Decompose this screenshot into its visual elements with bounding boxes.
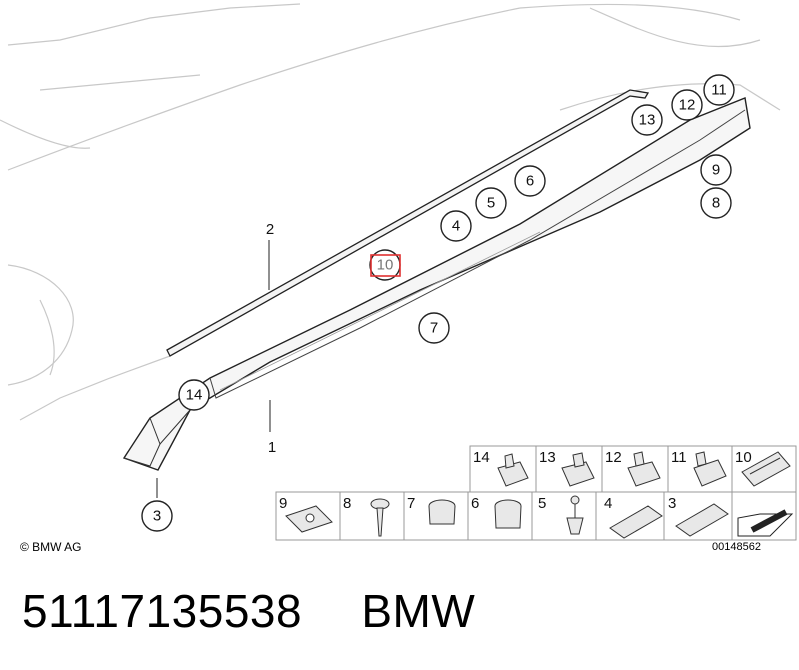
grid-cell-6[interactable]: 6	[467, 491, 533, 541]
grid-cell-11[interactable]: 11	[667, 445, 733, 493]
svg-text:9: 9	[712, 162, 720, 179]
callout-14[interactable]: 14	[178, 379, 210, 411]
svg-text:6: 6	[471, 495, 479, 512]
retainer-clip-icon	[609, 505, 663, 539]
grid-cell-13[interactable]: 13	[535, 445, 603, 493]
svg-text:12: 12	[605, 449, 622, 466]
svg-text:11: 11	[711, 82, 727, 99]
sill-panel-part-1	[122, 97, 751, 498]
callout-4[interactable]: 4	[440, 210, 472, 242]
grid-cell-9[interactable]: 9	[275, 491, 341, 541]
screw-shaft-icon	[376, 507, 384, 537]
callout-7[interactable]: 7	[418, 312, 450, 344]
rivet-icon	[570, 495, 580, 505]
highlight-box	[370, 254, 401, 277]
clip-tab-icon	[633, 451, 645, 467]
svg-text:3: 3	[668, 495, 676, 512]
grid-cell-3[interactable]: 3	[663, 491, 733, 541]
svg-text:13: 13	[539, 449, 556, 466]
footer-caption: 51117135538 BMW	[22, 584, 475, 638]
svg-text:14: 14	[473, 449, 490, 466]
trim-strip-part-2	[166, 89, 650, 357]
callout-3[interactable]: 3	[141, 500, 173, 532]
callout-10[interactable]: 10	[369, 249, 401, 281]
svg-text:10: 10	[377, 257, 394, 274]
parts-grid-top-row: 14 13 12 11 10	[469, 445, 797, 493]
clip-icon	[741, 451, 791, 487]
clip-tab-icon	[695, 451, 707, 467]
clip-tab-icon	[504, 453, 515, 469]
callout-9[interactable]: 9	[700, 154, 732, 186]
grid-cell-7[interactable]: 7	[403, 491, 469, 541]
grid-cell-8[interactable]: 8	[339, 491, 405, 541]
grid-cell-arrow	[731, 491, 797, 541]
callout-5[interactable]: 5	[475, 187, 507, 219]
grid-cell-4[interactable]: 4	[595, 491, 665, 541]
drawing-number: 00148562	[712, 541, 761, 553]
callout-8[interactable]: 8	[700, 187, 732, 219]
parts-diagram: 2 1 3 14 7 10 4 5 6 13 12 11 9 8 14 13 1…	[0, 3, 797, 541]
svg-text:8: 8	[343, 495, 351, 512]
grid-cell-5[interactable]: 5	[531, 491, 597, 541]
svg-text:4: 4	[604, 495, 612, 512]
part-number: 51117135538	[22, 585, 303, 637]
svg-text:5: 5	[487, 195, 495, 212]
clip-icon	[693, 459, 727, 487]
svg-text:6: 6	[526, 173, 534, 190]
svg-text:7: 7	[407, 495, 415, 512]
svg-text:7: 7	[430, 320, 438, 337]
callout-6[interactable]: 6	[514, 165, 546, 197]
car-body-outline	[0, 3, 781, 421]
svg-text:14: 14	[186, 387, 203, 404]
svg-text:8: 8	[712, 195, 720, 212]
svg-text:10: 10	[735, 449, 752, 466]
brand-name: BMW	[361, 585, 476, 637]
label-part-1: 1	[268, 439, 276, 456]
svg-text:9: 9	[279, 495, 287, 512]
callout-13[interactable]: 13	[631, 104, 663, 136]
label-part-2: 2	[266, 221, 274, 238]
svg-text:5: 5	[538, 495, 546, 512]
callout-12[interactable]: 12	[671, 89, 703, 121]
clip-tab-icon	[572, 452, 585, 468]
svg-text:13: 13	[639, 112, 656, 129]
copyright-text: © BMW AG	[20, 540, 82, 554]
callout-11[interactable]: 11	[703, 74, 735, 106]
svg-text:11: 11	[671, 449, 687, 466]
svg-text:3: 3	[153, 508, 161, 525]
grid-cell-14[interactable]: 14	[469, 445, 537, 493]
grid-cell-12[interactable]: 12	[601, 445, 669, 493]
retainer-clip-icon	[675, 503, 729, 537]
svg-text:12: 12	[679, 97, 696, 114]
grid-cell-10[interactable]: 10	[731, 445, 797, 493]
svg-text:4: 4	[452, 218, 460, 235]
parts-grid-bottom-row: 9 8 7 6 5	[275, 491, 797, 541]
